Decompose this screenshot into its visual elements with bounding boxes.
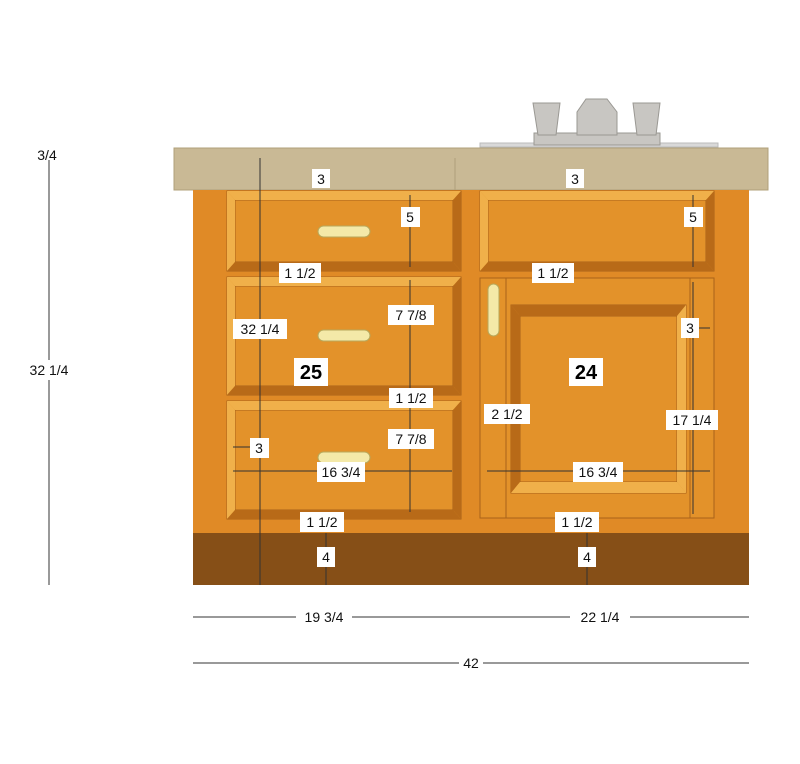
section-number-left: 25 [294,358,328,386]
drawer-2-handle[interactable] [317,329,371,342]
dim-left-stile: 3 [250,438,269,458]
dim-counter-thickness: 3/4 [37,147,57,163]
dim-drawer-width: 16 3/4 [317,462,365,482]
faucet-icon [479,98,719,148]
svg-text:25: 25 [300,362,322,384]
right-drawer [479,190,715,272]
svg-text:19 3/4: 19 3/4 [305,609,344,625]
svg-text:32 1/4: 32 1/4 [30,362,69,378]
svg-text:22 1/4: 22 1/4 [581,609,620,625]
drawer-1 [226,190,462,272]
dim-door-width: 16 3/4 [573,462,623,482]
dim-bottom-rail-left: 1 1/2 [300,512,344,532]
dim-top-rail-right: 3 [566,169,584,188]
dimension-labels: 3/4 32 1/4 3 3 5 5 1 1/2 1 1/2 [22,147,718,673]
svg-text:24: 24 [575,362,598,384]
dim-door-height: 17 1/4 [666,410,718,430]
dim-total-width: 42 [459,653,483,673]
dim-top-rail-left: 3 [312,169,330,188]
drawer-3-handle[interactable] [317,451,371,464]
dim-right-width: 22 1/4 [570,607,630,627]
dim-drawer3-height: 7 7/8 [388,429,434,449]
svg-text:3: 3 [686,320,694,336]
dim-rail1-left: 1 1/2 [279,263,321,283]
svg-text:1 1/2: 1 1/2 [537,265,568,281]
dim-drawer1-height: 5 [401,207,420,227]
svg-text:1 1/2: 1 1/2 [395,390,426,406]
svg-text:3: 3 [317,171,325,187]
dim-door-stile-left: 2 1/2 [484,404,530,424]
dim-rail2-left: 1 1/2 [389,388,433,408]
svg-text:2 1/2: 2 1/2 [491,406,522,422]
svg-text:17 1/4: 17 1/4 [673,412,712,428]
svg-text:32 1/4: 32 1/4 [241,321,280,337]
svg-text:3: 3 [571,171,579,187]
section-number-right: 24 [569,358,603,386]
dim-right-drawer-height: 5 [684,207,703,227]
svg-text:16 3/4: 16 3/4 [322,464,361,480]
svg-text:7 7/8: 7 7/8 [395,431,426,447]
drawer-2 [226,276,462,396]
svg-text:4: 4 [583,549,591,565]
dim-drawer2-height: 7 7/8 [388,305,434,325]
svg-text:1 1/2: 1 1/2 [561,514,592,530]
svg-text:1 1/2: 1 1/2 [306,514,337,530]
svg-text:3/4: 3/4 [37,147,57,163]
svg-text:4: 4 [322,549,330,565]
faucet-spout [576,98,618,136]
dim-door-stile-right: 3 [681,318,699,338]
door-handle[interactable] [487,283,500,337]
svg-text:5: 5 [406,209,414,225]
svg-text:7 7/8: 7 7/8 [395,307,426,323]
dim-rail1-right: 1 1/2 [532,263,574,283]
svg-text:3: 3 [255,440,263,456]
drawer-3 [226,400,462,520]
dim-total-height: 32 1/4 [22,360,76,380]
dim-left-width: 19 3/4 [296,607,352,627]
dim-stile-height: 32 1/4 [233,319,287,339]
toe-kick [193,533,749,585]
dim-toe-left: 4 [317,547,335,567]
dim-bottom-rail-right: 1 1/2 [555,512,599,532]
dim-toe-right: 4 [578,547,596,567]
drawer-1-handle[interactable] [317,225,371,238]
faucet-right-handle [632,102,661,136]
svg-text:5: 5 [689,209,697,225]
svg-text:42: 42 [463,655,479,671]
faucet-left-handle [532,102,561,136]
svg-text:16 3/4: 16 3/4 [579,464,618,480]
countertop [173,147,769,191]
svg-text:1 1/2: 1 1/2 [284,265,315,281]
